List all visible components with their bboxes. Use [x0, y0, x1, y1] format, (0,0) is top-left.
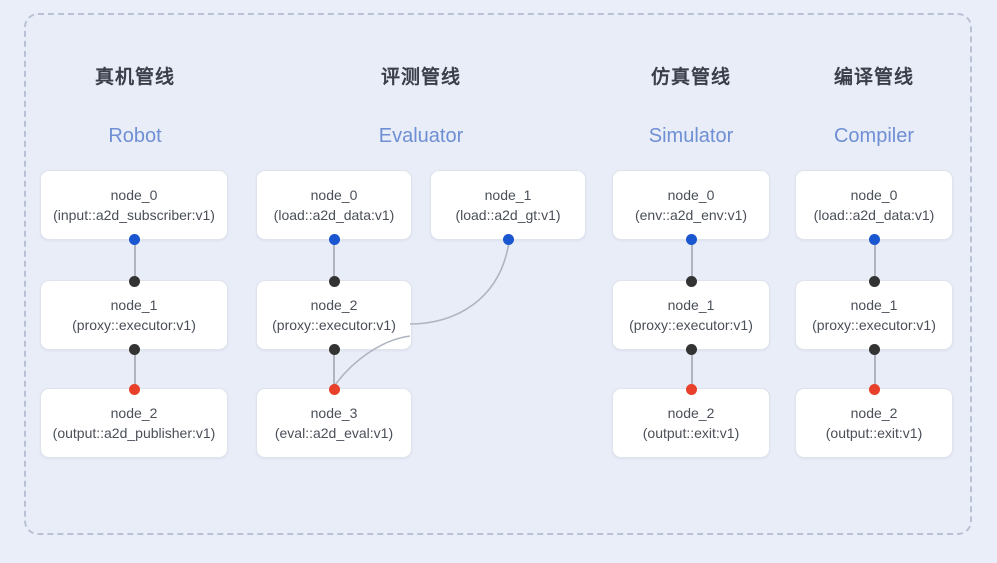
port-output-source[interactable]	[502, 233, 514, 245]
node-sim-node-0[interactable]: node_0 (env::a2d_env:v1)	[612, 170, 770, 245]
node-sim-node-2[interactable]: node_2 (output::exit:v1)	[612, 383, 770, 458]
port-input-proxy[interactable]	[868, 275, 880, 287]
port-input-proxy[interactable]	[685, 275, 697, 287]
node-name: node_1	[484, 187, 532, 203]
port-output-proxy[interactable]	[868, 343, 880, 355]
port-output-source[interactable]	[328, 233, 340, 245]
column-title-cn-evaluator: 评测管线	[380, 67, 461, 88]
node-spec: (proxy::executor:v1)	[272, 317, 396, 333]
connector-robot-0-1	[133, 240, 136, 280]
column-title-en-compiler: Compiler	[833, 125, 915, 147]
node-name: node_1	[667, 297, 715, 313]
node-name: node_0	[667, 187, 715, 203]
node-spec: (output::exit:v1)	[825, 425, 923, 441]
node-robot-node-0[interactable]: node_0 (input::a2d_subscriber:v1)	[40, 170, 228, 245]
node-spec: (proxy::executor:v1)	[812, 317, 936, 333]
column-title-cn-robot: 真机管线	[94, 67, 175, 88]
connector-comp-1-2	[873, 347, 876, 387]
node-eval-node-0[interactable]: node_0 (load::a2d_data:v1)	[256, 170, 412, 245]
node-eval-node-1[interactable]: node_1 (load::a2d_gt:v1)	[430, 170, 586, 245]
node-name: node_2	[667, 405, 715, 421]
node-comp-node-2[interactable]: node_2 (output::exit:v1)	[795, 383, 953, 458]
port-input-sink[interactable]	[868, 383, 880, 395]
node-name: node_1	[110, 297, 158, 313]
node-name: node_0	[850, 187, 898, 203]
node-spec: (load::a2d_data:v1)	[273, 207, 395, 223]
node-name: node_1	[850, 297, 898, 313]
port-input-sink[interactable]	[685, 383, 697, 395]
node-spec: (proxy::executor:v1)	[72, 317, 196, 333]
node-name: node_0	[110, 187, 158, 203]
port-output-source[interactable]	[685, 233, 697, 245]
connector-comp-0-1	[873, 240, 876, 280]
node-comp-node-1[interactable]: node_1 (proxy::executor:v1)	[795, 275, 953, 355]
column-title-cn-compiler: 编译管线	[833, 67, 914, 88]
node-name: node_2	[110, 405, 158, 421]
node-name: node_2	[850, 405, 898, 421]
port-input-sink[interactable]	[328, 383, 340, 395]
port-output-source[interactable]	[128, 233, 140, 245]
port-output-source[interactable]	[868, 233, 880, 245]
column-title-en-evaluator: Evaluator	[378, 125, 464, 147]
node-name: node_0	[310, 187, 358, 203]
node-spec: (proxy::executor:v1)	[629, 317, 753, 333]
column-title-en-robot: Robot	[108, 125, 162, 147]
node-name: node_2	[310, 297, 358, 313]
port-output-proxy[interactable]	[128, 343, 140, 355]
port-output-proxy[interactable]	[328, 343, 340, 355]
node-spec: (input::a2d_subscriber:v1)	[53, 207, 215, 223]
node-robot-node-1[interactable]: node_1 (proxy::executor:v1)	[40, 275, 228, 355]
node-eval-node-2[interactable]: node_2 (proxy::executor:v1)	[256, 275, 412, 355]
node-spec: (output::exit:v1)	[642, 425, 740, 441]
node-spec: (load::a2d_data:v1)	[813, 207, 935, 223]
node-spec: (env::a2d_env:v1)	[634, 207, 748, 223]
connector-eval-2-3	[332, 347, 335, 387]
connector-eval-0-2	[332, 240, 335, 280]
port-output-proxy[interactable]	[685, 343, 697, 355]
column-title-cn-simulator: 仿真管线	[650, 67, 731, 88]
node-spec: (output::a2d_publisher:v1)	[52, 425, 216, 441]
node-spec: (load::a2d_gt:v1)	[455, 207, 561, 223]
node-sim-node-1[interactable]: node_1 (proxy::executor:v1)	[612, 275, 770, 355]
column-title-en-simulator: Simulator	[648, 125, 734, 147]
port-input-proxy[interactable]	[128, 275, 140, 287]
connector-robot-1-2	[133, 347, 136, 387]
node-eval-node-3[interactable]: node_3 (eval::a2d_eval:v1)	[256, 383, 412, 458]
node-comp-node-0[interactable]: node_0 (load::a2d_data:v1)	[795, 170, 953, 245]
connector-sim-0-1	[690, 240, 693, 280]
node-robot-node-2[interactable]: node_2 (output::a2d_publisher:v1)	[40, 383, 228, 458]
node-spec: (eval::a2d_eval:v1)	[274, 425, 394, 441]
port-input-proxy[interactable]	[328, 275, 340, 287]
node-name: node_3	[310, 405, 358, 421]
port-input-sink[interactable]	[128, 383, 140, 395]
connector-sim-1-2	[690, 347, 693, 387]
